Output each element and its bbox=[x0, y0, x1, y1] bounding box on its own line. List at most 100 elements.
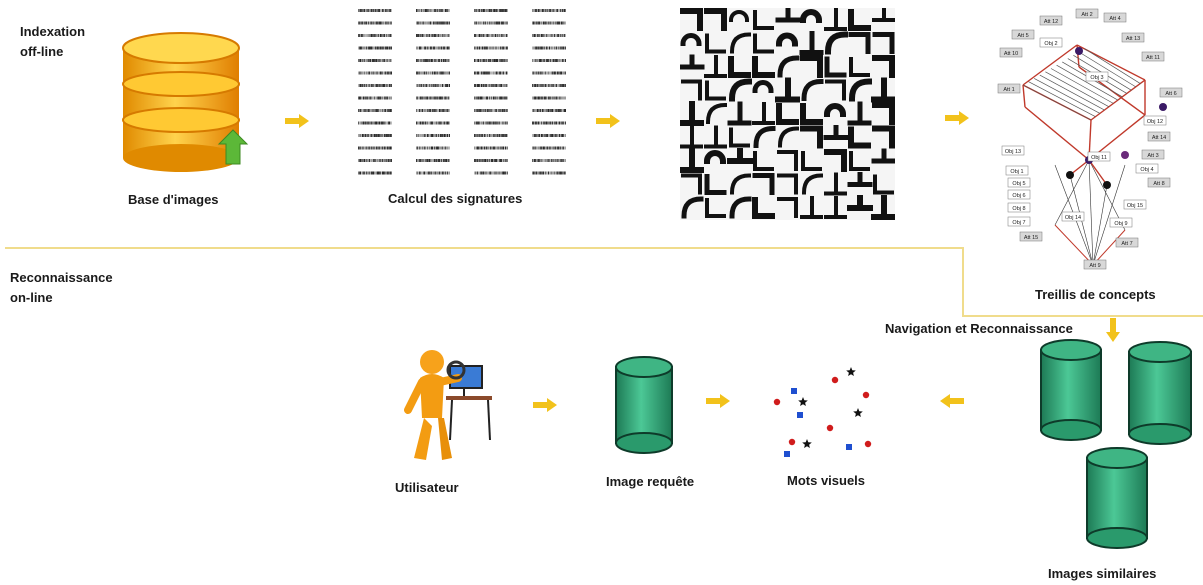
signature-strip bbox=[416, 121, 450, 125]
signature-strip bbox=[416, 59, 450, 62]
lattice-obj-tag: Obj 15 bbox=[1123, 199, 1147, 210]
signature-strip bbox=[416, 96, 450, 100]
signature-strip bbox=[358, 121, 392, 125]
signature-strip bbox=[532, 59, 566, 62]
visual-word-square bbox=[846, 444, 852, 450]
lattice-obj-tag: Obj 8 bbox=[1007, 202, 1031, 213]
arrow-right-icon bbox=[596, 114, 620, 128]
lattice-node bbox=[1066, 171, 1074, 179]
signature-strip bbox=[532, 121, 566, 125]
lattice-obj-tag: Obj 11 bbox=[1087, 151, 1111, 162]
signature-strip bbox=[474, 71, 508, 75]
similar-images-cylinders-icon bbox=[1040, 339, 1192, 549]
lattice-obj-text: Obj 15 bbox=[1127, 203, 1143, 209]
signature-strip bbox=[474, 34, 508, 37]
signature-strip bbox=[532, 159, 566, 162]
signature-strip bbox=[358, 134, 392, 137]
lattice-attr-tag: Att 11 bbox=[1141, 51, 1165, 62]
lattice-obj-tag: Obj 7 bbox=[1007, 216, 1031, 227]
offline-section-title: Indexation off-line bbox=[20, 22, 85, 62]
lattice-node bbox=[1121, 151, 1129, 159]
lattice-attr-tag: Att 8 bbox=[1147, 177, 1171, 188]
offline-title-line2: off-line bbox=[20, 44, 64, 59]
user-figure-icon bbox=[404, 350, 492, 460]
signature-strip bbox=[358, 171, 392, 175]
visual-word-dot bbox=[826, 424, 834, 432]
lattice-obj-text: Obj 12 bbox=[1147, 119, 1163, 125]
visual-word-square bbox=[784, 451, 790, 457]
lattice-obj-tag: Obj 14 bbox=[1061, 211, 1085, 222]
offline-title-line1: Indexation bbox=[20, 24, 86, 39]
visual-word-dot bbox=[864, 440, 872, 448]
signature-strip bbox=[416, 159, 450, 162]
lattice-node bbox=[1075, 47, 1083, 55]
lattice-edge bbox=[1092, 229, 1126, 266]
arrow-right-icon bbox=[945, 111, 969, 125]
visual-word-star bbox=[853, 408, 863, 417]
signature-strip bbox=[358, 84, 392, 87]
lattice-obj-text: Obj 8 bbox=[1012, 206, 1025, 212]
section-divider bbox=[5, 247, 1203, 317]
signature-strip bbox=[416, 109, 450, 112]
lattice-attr-tag: Att 9 bbox=[1083, 259, 1107, 270]
lattice-attr-text: Att 2 bbox=[1081, 12, 1092, 18]
lattice-attr-text: Att 11 bbox=[1146, 55, 1160, 61]
visual-words-label: Mots visuels bbox=[787, 473, 866, 488]
signature-strip bbox=[532, 146, 566, 150]
lattice-attr-text: Att 6 bbox=[1165, 91, 1176, 97]
visual-pattern-image bbox=[680, 8, 895, 220]
signature-strip bbox=[358, 159, 392, 162]
lattice-attr-tag: Att 5 bbox=[1011, 29, 1035, 40]
lattice-attr-text: Att 14 bbox=[1152, 135, 1166, 141]
lattice-attr-tag: Att 12 bbox=[1039, 15, 1063, 26]
signature-strip bbox=[416, 34, 450, 37]
lattice-obj-tag: Obj 9 bbox=[1109, 217, 1133, 228]
similar-images-label: Images similaires bbox=[1048, 566, 1157, 581]
user-label: Utilisateur bbox=[395, 480, 459, 495]
lattice-edge bbox=[1069, 159, 1090, 176]
lattice-attr-tag: Att 1 bbox=[997, 83, 1021, 94]
arrow-right-icon bbox=[706, 394, 730, 408]
signature-strip bbox=[474, 109, 508, 112]
signature-strip bbox=[416, 46, 450, 50]
lattice-obj-text: Obj 7 bbox=[1012, 220, 1025, 226]
lattice-obj-tag: Obj 3 bbox=[1085, 71, 1109, 82]
signature-strip bbox=[358, 71, 392, 75]
signature-strip bbox=[532, 9, 566, 12]
pattern-glyphs bbox=[680, 8, 895, 220]
lattice-attr-tag: Att 15 bbox=[1019, 231, 1043, 242]
signature-strip bbox=[416, 84, 450, 87]
lattice-attr-tag: Att 6 bbox=[1159, 87, 1183, 98]
signature-strip bbox=[416, 9, 450, 12]
online-section-title: Reconnaissance on-line bbox=[10, 268, 113, 308]
lattice-attr-text: Att 4 bbox=[1109, 16, 1120, 22]
image-database-label: Base d'images bbox=[128, 192, 219, 207]
signature-strip bbox=[474, 96, 508, 100]
lattice-attr-tag: Att 3 bbox=[1141, 149, 1165, 160]
visual-word-dot bbox=[773, 398, 781, 406]
lattice-obj-text: Obj 11 bbox=[1091, 155, 1107, 161]
visual-word-star bbox=[798, 397, 808, 406]
lattice-obj-tag: Obj 6 bbox=[1007, 189, 1031, 200]
arrow-right-icon bbox=[533, 398, 557, 412]
query-image-label: Image requête bbox=[606, 474, 695, 489]
online-title-line1: Reconnaissance bbox=[10, 270, 113, 285]
lattice-attr-text: Att 15 bbox=[1024, 235, 1038, 241]
signature-strip bbox=[532, 71, 566, 75]
signature-strip bbox=[474, 9, 508, 12]
lattice-obj-text: Obj 6 bbox=[1012, 193, 1025, 199]
arrow-down-icon bbox=[1106, 318, 1120, 342]
lattice-attr-text: Att 8 bbox=[1153, 181, 1164, 187]
signature-strip bbox=[474, 46, 508, 50]
lattice-attr-text: Att 1 bbox=[1003, 87, 1014, 93]
lattice-attr-text: Att 3 bbox=[1147, 153, 1158, 159]
signature-strip bbox=[358, 46, 392, 50]
visual-word-star bbox=[846, 367, 856, 376]
lattice-attr-text: Att 10 bbox=[1004, 51, 1018, 57]
lattice-edges bbox=[1022, 44, 1146, 161]
visual-word-dot bbox=[831, 376, 839, 384]
lattice-attr-tag: Att 7 bbox=[1115, 237, 1139, 248]
signature-strip bbox=[358, 96, 392, 100]
signature-strip bbox=[358, 59, 392, 62]
